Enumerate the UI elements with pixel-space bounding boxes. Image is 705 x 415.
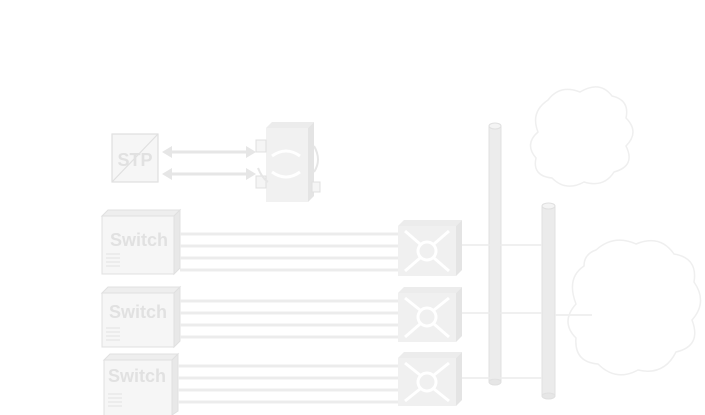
switch-node: Switch — [102, 352, 180, 415]
uplinks — [462, 244, 592, 379]
stp-label: STP — [117, 150, 152, 170]
switch-label: Switch — [109, 302, 167, 322]
router-icon — [398, 287, 462, 342]
switch-label: Switch — [110, 230, 168, 250]
router-icon — [398, 220, 462, 276]
link-bundles — [178, 232, 398, 404]
bridge-device-icon — [255, 122, 321, 202]
switch-label: Switch — [108, 366, 166, 386]
stp-arrows — [162, 146, 256, 180]
backbone-cylinder — [541, 202, 556, 400]
cloud-icon — [529, 86, 634, 187]
switch-node: Switch — [100, 208, 182, 276]
backbone-cylinder — [488, 122, 502, 386]
cloud-icon — [567, 239, 702, 376]
switch-node: Switch — [100, 285, 182, 349]
stp-node: STP — [111, 133, 159, 183]
router-icon — [398, 352, 462, 406]
